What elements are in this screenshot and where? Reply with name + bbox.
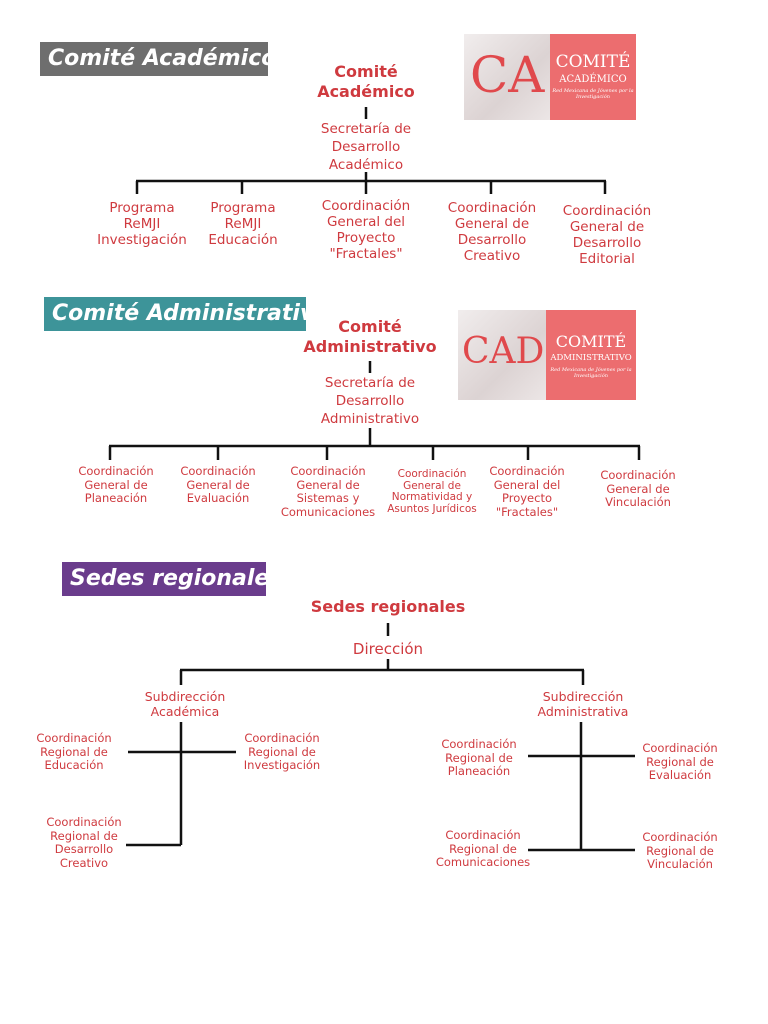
node-desarrollo-creativo: Coordinación General de Desarrollo Creat…: [447, 200, 537, 264]
node-regional-desarrollo-creativo: Coordinación Regional de Desarrollo Crea…: [46, 815, 122, 870]
section-tag-academico: Comité Académico: [40, 42, 276, 76]
node-programa-educacion: Programa ReMJI Educación: [208, 200, 278, 248]
node-evaluacion: Coordinación General de Evaluación: [180, 464, 256, 505]
node-regional-investigacion: Coordinación Regional de Investigación: [243, 731, 321, 772]
secretaria-administrativo: Secretaría de Desarrollo Administrativo: [320, 375, 420, 427]
section-tag-administrativo: Comité Administrativo: [44, 297, 329, 331]
node-regional-vinculacion: Coordinación Regional de Vinculación: [642, 830, 718, 871]
node-desarrollo-editorial: Coordinación General de Desarrollo Edito…: [562, 203, 652, 267]
logo-comite-administrativo: CAD Comité Administrativo Red Mexicana d…: [458, 310, 636, 400]
node-planeacion: Coordinación General de Planeación: [78, 464, 154, 505]
section-tag-sedes: Sedes regionales: [62, 562, 282, 596]
subdireccion-academica: Subdirección Académica: [144, 689, 226, 719]
node-regional-evaluacion: Coordinación Regional de Evaluación: [642, 741, 718, 782]
node-normatividad: Coordinación General de Normatividad y A…: [387, 468, 477, 515]
comite-academico-title: Comité Académico: [317, 62, 415, 101]
node-vinculacion: Coordinación General de Vinculación: [600, 468, 676, 509]
subdireccion-administrativa: Subdirección Administrativa: [537, 689, 629, 719]
node-regional-educacion: Coordinación Regional de Educación: [36, 731, 112, 772]
direccion-node: Dirección: [352, 640, 424, 658]
sedes-regionales-title: Sedes regionales: [310, 597, 466, 616]
node-regional-comunicaciones: Coordinación Regional de Comunicaciones: [435, 828, 531, 869]
comite-administrativo-title: Comité Administrativo: [303, 317, 437, 356]
logo-comite-academico: CA Comité Académico Red Mexicana de Jóve…: [464, 34, 636, 120]
node-proyecto-fractales-adm: Coordinación General del Proyecto "Fract…: [489, 464, 565, 519]
node-sistemas-comunicaciones: Coordinación General de Sistemas y Comun…: [280, 464, 376, 519]
secretaria-academico: Secretaría de Desarrollo Académico: [320, 121, 412, 173]
node-programa-investigacion: Programa ReMJI Investigación: [97, 200, 187, 248]
node-regional-planeacion: Coordinación Regional de Planeación: [441, 737, 517, 778]
node-proyecto-fractales: Coordinación General del Proyecto "Fract…: [321, 198, 411, 262]
